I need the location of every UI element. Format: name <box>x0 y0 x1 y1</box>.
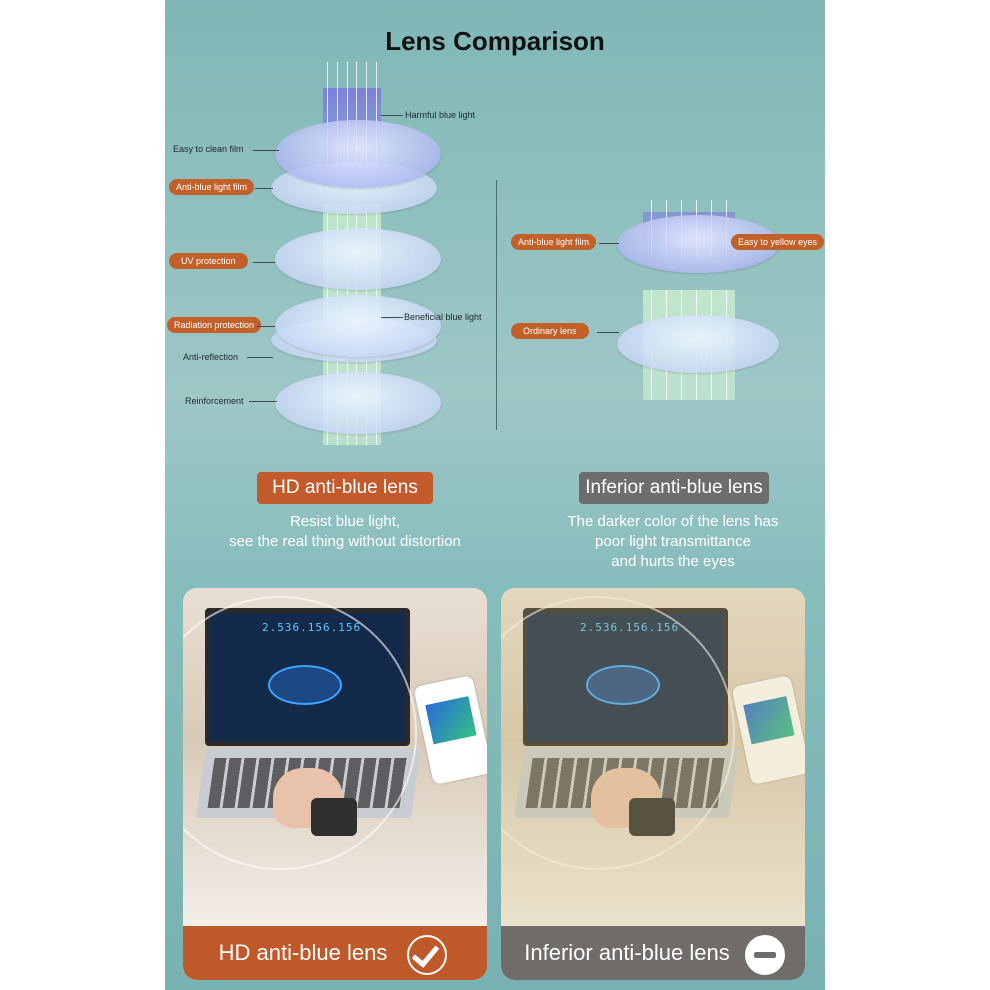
leader-line <box>255 188 273 189</box>
label-beneficial-blue-light: Beneficial blue light <box>404 312 482 322</box>
hd-caption: HD anti-blue lens <box>218 940 388 965</box>
leader-line <box>597 332 619 333</box>
label-anti-blue-light-film: Anti-blue light film <box>169 179 255 195</box>
comparison-panel: Lens Comparison Harmful blue light Easy … <box>165 0 825 990</box>
inferior-lens-tag: Inferior anti-blue lens <box>579 472 769 504</box>
label-easy-clean-film: Easy to clean film <box>173 144 244 154</box>
label-uv-protection: UV protection <box>169 253 248 269</box>
hd-lens-photo-card: 2.536.156.156 HD anti-blue lens <box>183 588 487 980</box>
label-harmful-blue-light: Harmful blue light <box>405 110 476 120</box>
phone-chart <box>425 696 477 745</box>
lens-layer-radiation <box>275 295 441 357</box>
leader-line <box>253 150 279 151</box>
hd-lens-description: Resist blue light, see the real thing wi… <box>195 512 495 552</box>
minus-icon <box>745 935 785 975</box>
leader-line <box>253 262 275 263</box>
inferior-lens-photo-card: 2.536.156.156 Inferior anti-blue lens <box>501 588 805 980</box>
check-icon <box>407 935 447 975</box>
leader-line <box>249 401 277 402</box>
inferior-desc-line3: and hurts the eyes <box>611 553 735 570</box>
label-radiation-protection: Radiation protection <box>167 317 262 333</box>
diagram-divider <box>496 180 497 430</box>
lens-ordinary-right <box>617 315 779 373</box>
inferior-caption: Inferior anti-blue lens <box>524 940 730 965</box>
label-anti-blue-light-film-right: Anti-blue light film <box>511 234 597 250</box>
page-title: Lens Comparison <box>385 26 605 56</box>
lens-layer-easy-clean <box>275 120 441 188</box>
leader-line <box>381 317 403 318</box>
phone <box>413 674 487 786</box>
inferior-caption-bar: Inferior anti-blue lens <box>501 926 805 980</box>
label-easy-to-yellow-eyes: Easy to yellow eyes <box>731 234 825 250</box>
label-anti-reflection: Anti-reflection <box>183 352 239 362</box>
inferior-desc-line1: The darker color of the lens has <box>567 513 779 530</box>
leader-line <box>257 326 275 327</box>
label-reinforcement: Reinforcement <box>185 396 244 406</box>
hd-caption-bar: HD anti-blue lens <box>183 926 487 980</box>
inferior-desc-line2: poor light transmittance <box>595 533 751 550</box>
lens-layer-reinforcement <box>275 372 441 434</box>
hd-desc-line2: see the real thing without distortion <box>229 533 461 550</box>
label-ordinary-lens: Ordinary lens <box>511 323 589 339</box>
inferior-lens-description: The darker color of the lens has poor li… <box>523 512 823 572</box>
leader-line <box>381 115 403 116</box>
hd-desc-line1: Resist blue light, <box>289 513 401 530</box>
yellow-tint-overlay <box>501 588 805 926</box>
leader-line <box>599 243 619 244</box>
leader-line <box>247 357 273 358</box>
laptop-scene: 2.536.156.156 <box>183 588 487 926</box>
hd-lens-tag: HD anti-blue lens <box>257 472 433 504</box>
laptop-scene: 2.536.156.156 <box>501 588 805 926</box>
lens-layer-uv <box>275 228 441 290</box>
